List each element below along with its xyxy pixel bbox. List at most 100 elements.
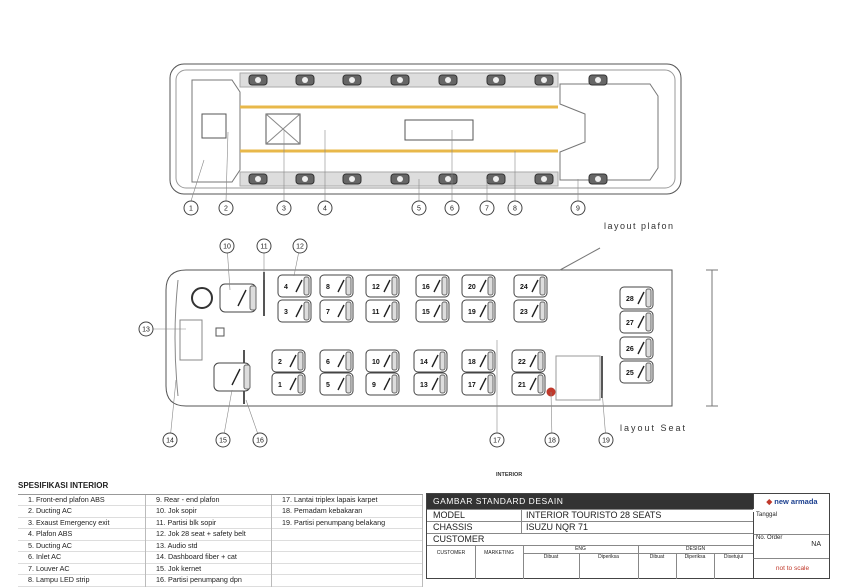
passenger-seat: 25: [619, 360, 654, 384]
company-logo: ◆ new armada: [753, 494, 830, 509]
seat-number: 27: [626, 320, 634, 327]
passenger-seat: 21: [511, 372, 546, 396]
seat-callout: 10: [223, 244, 231, 251]
logo-mark-icon: ◆: [766, 497, 773, 506]
passenger-seat: 22: [511, 349, 546, 373]
spec-item: 6. Inlet AC: [18, 552, 145, 564]
plafon-callout: 1: [189, 206, 193, 213]
passenger-seat: 27: [619, 310, 654, 334]
spec-item: 16. Partisi penumpang dpn: [146, 575, 271, 587]
co-driver-seat: [213, 362, 251, 392]
plafon-callout: 5: [417, 206, 421, 213]
spec-item: 14. Dashboard fiber + cat: [146, 552, 271, 564]
seat-number: 7: [326, 309, 330, 316]
louver-icon: [342, 173, 362, 185]
plafon-caption: layout plafon: [604, 221, 675, 231]
model-label: MODEL: [433, 510, 466, 520]
louver-icon: [588, 74, 608, 86]
louver-icon: [486, 74, 506, 86]
model-row: MODEL INTERIOR TOURISTO 28 SEATS: [427, 509, 753, 522]
spec-item: 4. Plafon ABS: [18, 529, 145, 541]
passenger-seat: 11: [365, 299, 400, 323]
louver-icon: [390, 74, 410, 86]
spec-title: SPESIFIKASI INTERIOR: [18, 481, 109, 490]
order-cell: No. Order NA: [753, 534, 829, 558]
plafon-callout: 7: [485, 206, 489, 213]
seat-callout: 18: [548, 438, 556, 445]
passenger-seat: 28: [619, 286, 654, 310]
spec-item: 1. Front-end plafon ABS: [18, 495, 145, 507]
louver-icon: [486, 173, 506, 185]
spec-item: [272, 541, 422, 553]
seat-group: 1234567891011121314151617181920212223242…: [213, 274, 654, 396]
seat-number: 2: [278, 359, 282, 366]
scale-note: not to scale: [753, 558, 829, 578]
spec-item: 11. Partisi blk sopir: [146, 518, 271, 530]
seat-number: 17: [468, 382, 476, 389]
sig-design-dibuat: Dibuat: [638, 554, 677, 579]
chassis-label: CHASSIS: [433, 522, 473, 532]
louver-icon: [390, 173, 410, 185]
driver-seat: [219, 283, 257, 313]
steering-wheel: [191, 287, 213, 309]
spec-item: [272, 564, 422, 576]
model-value: INTERIOR TOURISTO 28 SEATS: [521, 510, 661, 522]
seat-number: 14: [420, 359, 428, 366]
plafon-callout: 6: [450, 206, 454, 213]
section-label: INTERIOR: [496, 472, 522, 478]
passenger-seat: 18: [461, 349, 496, 373]
passenger-seat: 8: [319, 274, 354, 298]
spec-item: 13. Audio std: [146, 541, 271, 553]
seat-number: 9: [372, 382, 376, 389]
rear-door-steps: [555, 355, 601, 401]
passenger-seat: 26: [619, 336, 654, 360]
spec-item: [272, 529, 422, 541]
louver-icon: [438, 74, 458, 86]
order-value: NA: [811, 541, 821, 548]
louver-icon: [588, 173, 608, 185]
seat-number: 19: [468, 309, 476, 316]
passenger-seat: 1: [271, 372, 306, 396]
seat-number: 24: [520, 284, 528, 291]
spec-item: [272, 575, 422, 587]
seat-number: 8: [326, 284, 330, 291]
title-block: GAMBAR STANDARD DESAIN ◆ new armada MODE…: [426, 493, 830, 579]
date-cell: Tanggal: [753, 512, 829, 534]
seat-number: 23: [520, 309, 528, 316]
seat-number: 20: [468, 284, 476, 291]
louver-icon: [295, 173, 315, 185]
seat-number: 26: [626, 346, 634, 353]
seat-number: 16: [422, 284, 430, 291]
plafon-callout: 4: [323, 206, 327, 213]
passenger-seat: 16: [415, 274, 450, 298]
title-block-header: GAMBAR STANDARD DESAIN: [427, 494, 753, 509]
passenger-seat: 23: [513, 299, 548, 323]
spec-item: 10. Jok sopir: [146, 506, 271, 518]
spec-panel: SPESIFIKASI INTERIOR 1. Front-end plafon…: [18, 481, 423, 587]
seat-number: 10: [372, 359, 380, 366]
passenger-seat: 9: [365, 372, 400, 396]
louver-icon: [248, 74, 268, 86]
plafon-callout: 9: [576, 206, 580, 213]
plafon-callout: 3: [282, 206, 286, 213]
emergency-exit-hatch: [265, 113, 301, 145]
sig-design-disetujui: Disetujui: [723, 554, 744, 560]
order-label: No. Order: [756, 535, 783, 541]
louver-icon: [534, 173, 554, 185]
plafon-callout: 8: [513, 206, 517, 213]
spec-item: 8. Lampu LED strip: [18, 575, 145, 587]
seat-callout: 16: [256, 438, 264, 445]
sig-eng-dibuat: Dibuat: [523, 554, 580, 579]
passenger-seat: 5: [319, 372, 354, 396]
passenger-seat: 7: [319, 299, 354, 323]
rear-end-plafon: [559, 83, 659, 181]
seat-number: 11: [372, 309, 380, 316]
windshield: [174, 279, 179, 397]
seat-number: 21: [518, 382, 526, 389]
seat-number: 1: [278, 382, 282, 389]
spec-item: 12. Jok 28 seat + safety belt: [146, 529, 271, 541]
